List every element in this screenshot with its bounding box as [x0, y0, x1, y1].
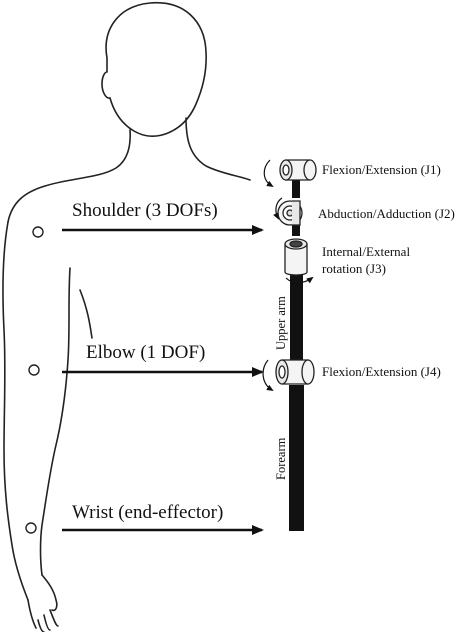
shoulder-joint-marker: [32, 226, 44, 238]
shoulder-label: Shoulder (3 DOFs): [72, 200, 218, 221]
joint-j1: [263, 159, 317, 188]
j3-label-line2: rotation (J3): [322, 261, 386, 276]
joint-j4: [262, 359, 315, 392]
j4-label: Flexion/Extension (J4): [322, 364, 441, 379]
j1-label: Flexion/Extension (J1): [322, 162, 441, 177]
body-joint-markers: [25, 226, 44, 534]
elbow-label: Elbow (1 DOF): [86, 342, 205, 363]
torso-side-outline: [79, 289, 93, 339]
j3-label-line1: Internal/External: [322, 244, 410, 259]
inner-arm-outline: [39, 267, 71, 576]
hand-outline: [27, 574, 59, 632]
neck-right-outline: [185, 117, 251, 181]
j2-label: Abduction/Adduction (J2): [318, 206, 455, 221]
link-j1-j2: [292, 178, 300, 198]
forearm-label: Forearm: [274, 437, 288, 480]
link-j2-j3: [292, 222, 300, 236]
head-outline: [101, 2, 207, 137]
upper-arm-label: Upper arm: [274, 296, 288, 350]
mapping-arrows: [62, 225, 264, 535]
joint-j3: [284, 238, 314, 284]
wrist-joint-marker: [25, 522, 37, 534]
j3-rotation-arrow: [285, 276, 314, 284]
elbow-joint-marker: [28, 364, 40, 376]
neck-outline: [7, 129, 131, 223]
robot-arm: [262, 159, 317, 531]
j1-rotation-arrow: [263, 159, 274, 188]
wrist-label: Wrist (end-effector): [72, 502, 223, 523]
j2-rotation-arrow: [273, 197, 283, 220]
joint-j2: [273, 197, 303, 226]
forearm-segment: [289, 385, 304, 531]
j4-rotation-arrow: [262, 359, 274, 392]
outer-arm-outline: [2, 221, 29, 601]
upper-arm-segment: [290, 272, 303, 362]
human-body-outline: [2, 2, 251, 632]
